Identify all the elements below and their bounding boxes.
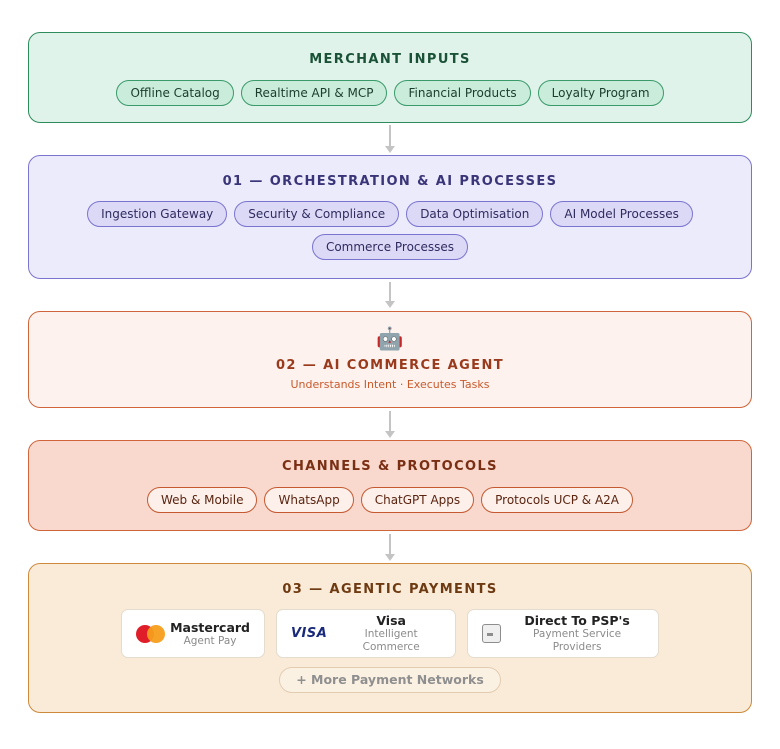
pill-chatgpt-apps: ChatGPT Apps (360, 487, 475, 513)
panel-title: CHANNELS & PROTOCOLS (282, 459, 498, 474)
pill-row: Ingestion Gateway Security & Compliance … (80, 201, 700, 260)
pill-data-optimisation: Data Optimisation (406, 201, 544, 227)
card-desc: Payment Service Providers (533, 628, 622, 653)
payment-card-visa: VISA Visa Intelligent Commerce (276, 609, 456, 658)
pill-whatsapp: WhatsApp (264, 487, 354, 513)
payment-cards: Mastercard Agent Pay VISA Visa Intellige… (29, 609, 751, 658)
pill-loyalty-program: Loyalty Program (537, 80, 664, 106)
pill-ai-model-processes: AI Model Processes (550, 201, 693, 227)
panel-title: MERCHANT INPUTS (309, 52, 471, 67)
pill-web-mobile: Web & Mobile (146, 487, 258, 513)
pill-offline-catalog: Offline Catalog (116, 80, 234, 106)
more-payment-networks-button[interactable]: + More Payment Networks (279, 667, 501, 693)
visa-logo-icon: VISA (291, 626, 328, 641)
pill-commerce-processes: Commerce Processes (311, 234, 469, 260)
pill-financial-products: Financial Products (394, 80, 531, 106)
payment-card-psp: Direct To PSP's Payment Service Provider… (467, 609, 659, 658)
pill-ingestion-gateway: Ingestion Gateway (87, 201, 228, 227)
pill-realtime-api: Realtime API & MCP (240, 80, 388, 106)
card-desc: Agent Pay (183, 634, 237, 647)
agentic-payments-panel: 03 — AGENTIC PAYMENTS Mastercard Agent P… (28, 563, 752, 713)
flow-arrow (385, 534, 395, 561)
mastercard-logo-icon (136, 624, 165, 643)
orchestration-panel: 01 — ORCHESTRATION & AI PROCESSES Ingest… (28, 155, 752, 279)
card-name: Mastercard (170, 619, 250, 635)
card-desc: Intelligent Commerce (362, 628, 420, 653)
card-name: Visa (376, 613, 406, 628)
card-icon (482, 624, 502, 643)
pill-protocols: Protocols UCP & A2A (481, 487, 634, 513)
flow-arrow (385, 282, 395, 308)
panel-title: 03 — AGENTIC PAYMENTS (282, 582, 498, 597)
pill-security-compliance: Security & Compliance (234, 201, 400, 227)
flow-arrow (385, 411, 395, 438)
payment-card-mastercard: Mastercard Agent Pay (121, 609, 265, 658)
panel-title: 01 — ORCHESTRATION & AI PROCESSES (222, 174, 558, 189)
card-name: Direct To PSP's (524, 613, 630, 628)
channels-panel: CHANNELS & PROTOCOLS Web & Mobile WhatsA… (28, 440, 752, 531)
pill-row: Web & Mobile WhatsApp ChatGPT Apps Proto… (29, 487, 751, 513)
panel-subtitle: Understands Intent · Executes Tasks (290, 378, 490, 391)
flow-arrow (385, 125, 395, 153)
panel-title: 02 — AI COMMERCE AGENT (275, 358, 505, 373)
pill-row: Offline Catalog Realtime API & MCP Finan… (29, 80, 751, 106)
robot-icon: 🤖 (376, 327, 404, 352)
merchant-inputs-panel: MERCHANT INPUTS Offline Catalog Realtime… (28, 32, 752, 123)
ai-commerce-agent-panel: 🤖 02 — AI COMMERCE AGENT Understands Int… (28, 311, 752, 408)
